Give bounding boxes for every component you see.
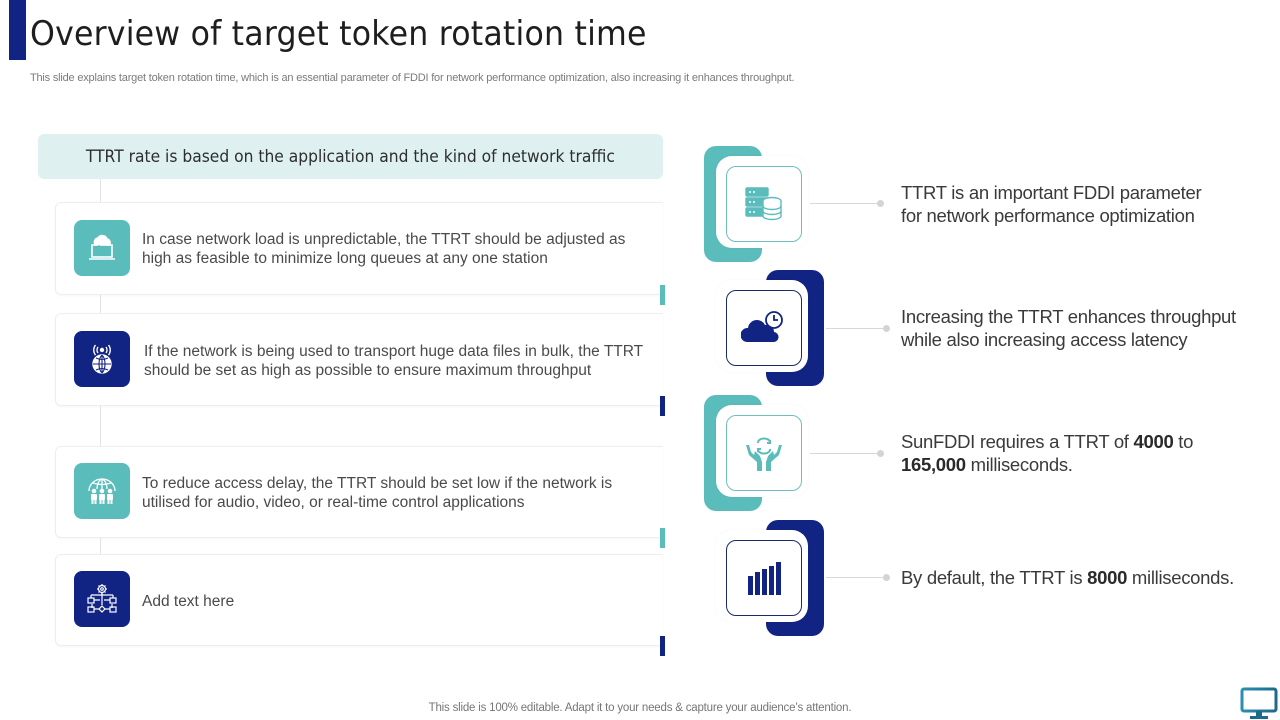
connector-dot [877, 200, 884, 207]
globe-antenna-icon [74, 331, 130, 387]
right-item-text-1: TTRT is an important FDDI parameter for … [901, 182, 1202, 226]
globe-people-icon [74, 463, 130, 519]
connector-line [810, 203, 880, 204]
connector-dot [883, 325, 890, 332]
card-text: In case network load is unpredictable, t… [142, 231, 626, 267]
title-accent-bar [9, 0, 26, 60]
info-card-2: If the network is being used to transpor… [55, 313, 665, 416]
connector-dot [883, 574, 890, 581]
card-text[interactable]: Add text here [142, 593, 235, 610]
left-header-text: TTRT rate is based on the application an… [85, 147, 616, 166]
connector-line [826, 577, 886, 578]
cloud-laptop-icon [74, 220, 130, 276]
page-title: Overview of target token rotation time [30, 14, 647, 54]
info-card-4: Add text here [55, 554, 665, 656]
connector-line [100, 405, 101, 447]
right-item-text-2: Increasing the TTRT enhances throughput … [901, 306, 1236, 350]
icon-frame-1 [716, 156, 808, 248]
icon-frame-4 [716, 530, 808, 622]
bar-chart-icon [726, 540, 802, 616]
footer-note: This slide is 100% editable. Adapt it to… [428, 702, 852, 714]
hands-exchange-icon [726, 415, 802, 491]
connector-line [100, 537, 101, 555]
right-item-text-4: By default, the TTRT is 8000 millisecond… [901, 567, 1234, 588]
cloud-clock-icon [726, 290, 802, 366]
connector-line [826, 328, 886, 329]
left-header-box: TTRT rate is based on the application an… [38, 134, 663, 179]
info-card-3: To reduce access delay, the TTRT should … [55, 446, 665, 548]
icon-frame-2 [716, 280, 808, 372]
connector-line [810, 453, 880, 454]
card-text: To reduce access delay, the TTRT should … [142, 475, 613, 511]
page-subtitle: This slide explains target token rotatio… [30, 72, 795, 84]
gear-flowchart-icon [74, 571, 130, 627]
info-card-1: In case network load is unpredictable, t… [55, 202, 665, 305]
card-text: If the network is being used to transpor… [144, 343, 643, 379]
card-accent-tab [660, 528, 665, 548]
right-item-text-3: SunFDDI requires a TTRT of 4000 to 165,0… [901, 431, 1194, 475]
server-database-icon [726, 166, 802, 242]
card-accent-tab [660, 636, 665, 656]
connector-dot [877, 450, 884, 457]
icon-frame-3 [716, 405, 808, 497]
monitor-icon [1240, 687, 1278, 720]
card-accent-tab [660, 285, 665, 305]
connector-line [100, 179, 101, 203]
card-accent-tab [660, 396, 665, 416]
connector-line [100, 294, 101, 314]
